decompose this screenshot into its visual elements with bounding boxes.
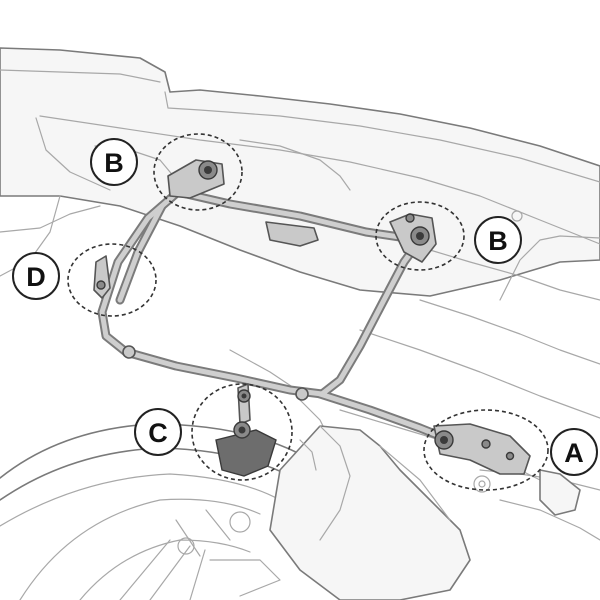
- mount-point-c: [215, 383, 277, 477]
- detail-zone-d: [67, 243, 157, 317]
- passenger-footrest-area: [479, 469, 600, 541]
- callout-d-label: D: [26, 262, 46, 292]
- callout-d: D: [12, 252, 60, 300]
- motorcycle-body: [0, 47, 600, 491]
- callout-c: C: [134, 408, 182, 456]
- exhaust-silencer: [269, 425, 471, 600]
- detail-zone-c: [191, 383, 293, 481]
- callout-b-right: B: [474, 216, 522, 264]
- side-case-carrier-frame: [97, 187, 455, 445]
- callout-a: A: [550, 428, 598, 476]
- frame-node: [295, 387, 309, 401]
- detail-zone-a: [423, 409, 549, 491]
- callout-b-left-label: B: [104, 148, 124, 178]
- mount-point-b-right: [389, 213, 437, 263]
- mount-point-d: [93, 255, 111, 299]
- callout-b-right-label: B: [488, 226, 508, 256]
- detail-zone-b-left: [153, 133, 243, 211]
- detail-zone-b-right: [375, 201, 465, 271]
- frame-node: [122, 345, 136, 359]
- callout-c-label: C: [148, 418, 168, 448]
- tail-light-bracket: [265, 221, 319, 247]
- mount-point-b-left: [167, 159, 225, 199]
- callout-b-left: B: [90, 138, 138, 186]
- callout-a-label: A: [564, 438, 584, 468]
- mount-point-a: [433, 423, 531, 493]
